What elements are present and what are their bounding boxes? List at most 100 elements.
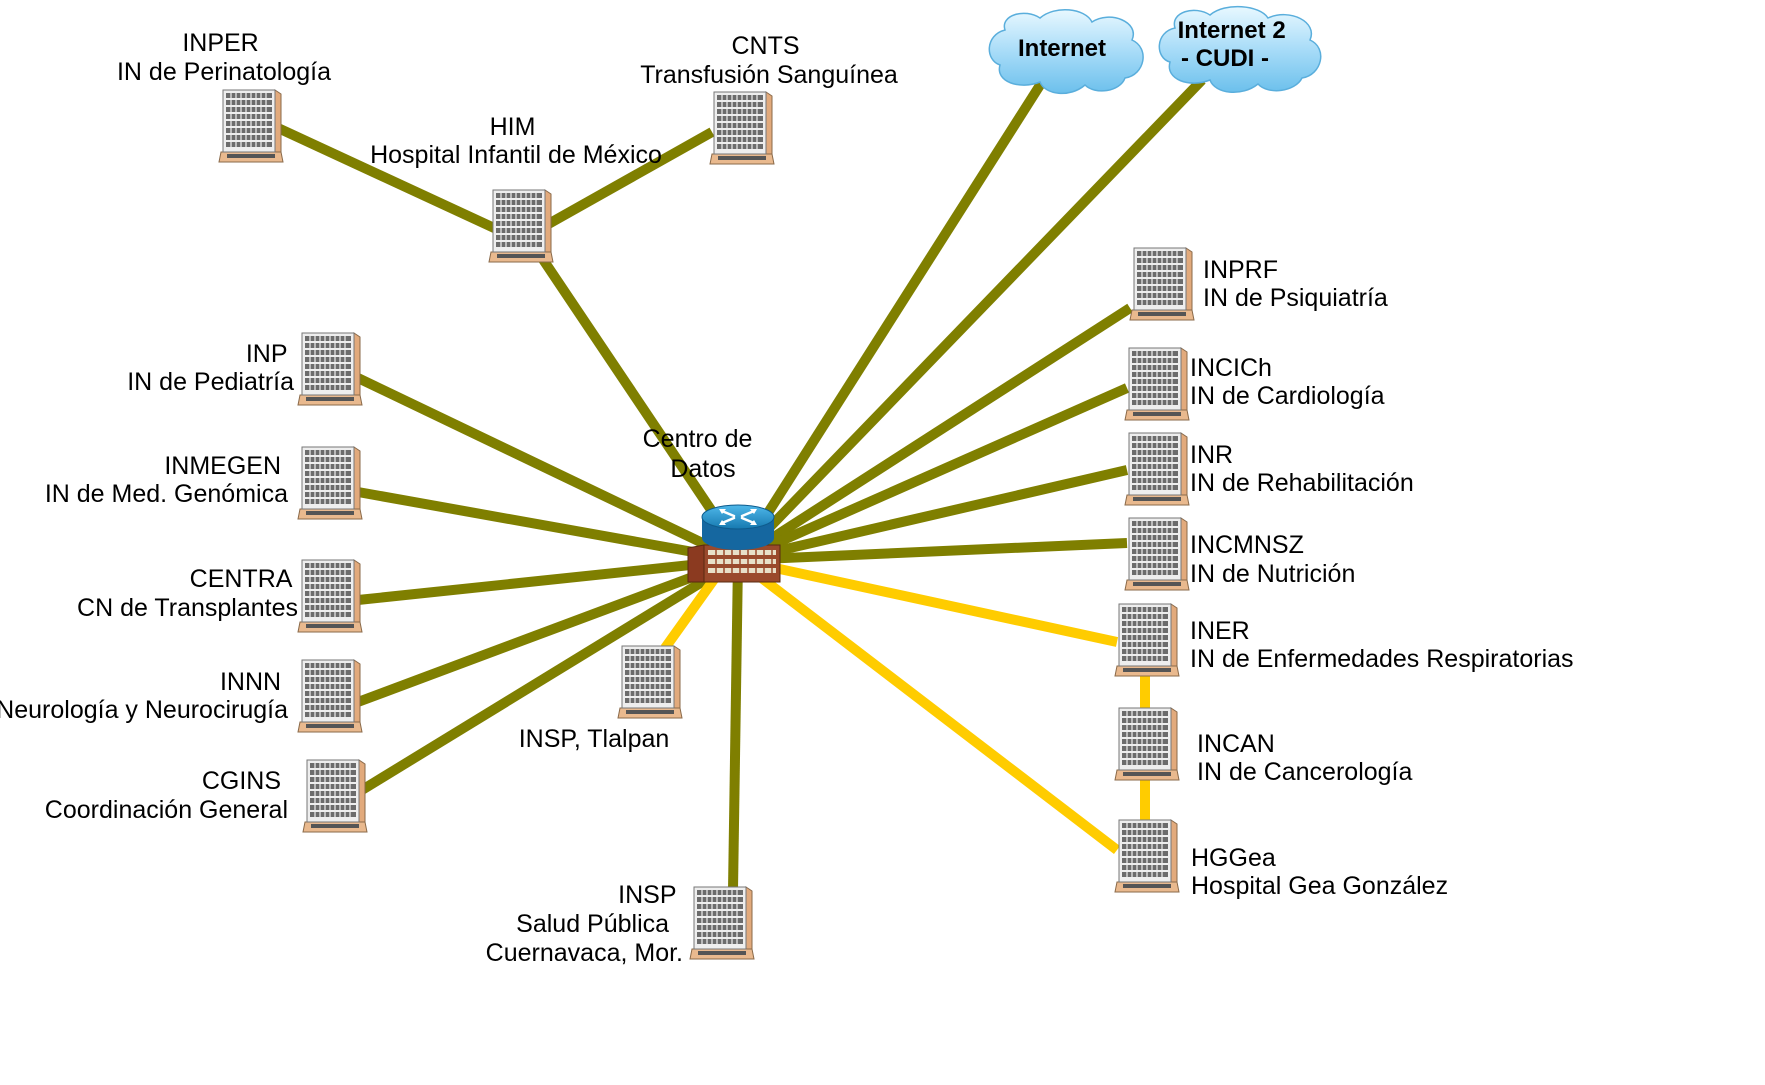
- node-label-line: INSP, Tlalpan: [519, 725, 670, 753]
- node-label-line: Coordinación General: [45, 796, 288, 824]
- node-label-line: Cuernavaca, Mor.: [486, 939, 683, 967]
- svg-text:HIM Hospital Infantil de: HIM Hospital Infantil de México: [370, 113, 662, 169]
- building-icon: [617, 645, 683, 719]
- data-center-building-icon: [687, 544, 781, 583]
- hub-label-line: Centro de: [643, 425, 753, 453]
- building-icon: [1114, 603, 1180, 677]
- network-link-inmegen-hub: [357, 487, 739, 565]
- building-icon: [218, 89, 284, 163]
- node-label-line: IN de Enfermedades Respiratorias: [1190, 645, 1574, 673]
- network-link-internet-hub: [733, 79, 1047, 563]
- network-link-innn-hub: [356, 555, 740, 707]
- network-link-insp-cuernavaca-hub: [728, 559, 743, 891]
- svg-text:INCAN IN de Cancerología: INCAN IN de Cancerología: [1197, 730, 1413, 786]
- node-label-line: INER: [1190, 617, 1250, 645]
- node-label-line: INPER: [182, 29, 258, 57]
- node-label-line: IN de Pediatría: [127, 368, 294, 396]
- node-label-line: IN de Psiquiatría: [1203, 284, 1388, 312]
- node-label-line: INCAN: [1197, 730, 1275, 758]
- svg-text:CENTRA CN de Transplante: CENTRA CN de Transplantes: [77, 565, 298, 622]
- network-link-inp-hub: [355, 373, 741, 565]
- svg-text:INSP, Tlalpan: INSP, Tlalpan: [519, 725, 670, 753]
- svg-text:INPRF IN de Psiquiatría: INPRF IN de Psiquiatría: [1203, 256, 1388, 312]
- network-link-incmnsz-hub: [737, 538, 1128, 565]
- network-link-him-hub: [535, 252, 743, 553]
- cloud-icon: [1158, 5, 1322, 93]
- router-icon: [701, 504, 775, 550]
- building-icon: [297, 559, 363, 633]
- node-label-line: Neurología y Neurocirugía: [0, 696, 288, 724]
- network-link-cnts-him: [517, 127, 715, 245]
- svg-text:INCMNSZ IN de Nutrición: INCMNSZ IN de Nutrición: [1190, 531, 1355, 588]
- svg-text:INNN Neurología y Neuroc: INNN Neurología y Neurocirugía: [0, 668, 288, 724]
- svg-text:INCICh IN de Cardiología: INCICh IN de Cardiología: [1190, 354, 1385, 410]
- network-link-inr-hub: [736, 465, 1129, 565]
- network-link-inper-him: [275, 123, 523, 245]
- node-label-line: INP: [246, 340, 287, 368]
- node-label-line: CNTS: [731, 32, 799, 60]
- network-link-hggea-hub: [734, 556, 1121, 854]
- svg-text:INMEGEN IN de Med. Genóm: INMEGEN IN de Med. Genómica: [45, 452, 288, 508]
- node-cgins: CGINS Coordinación General: [45, 759, 368, 833]
- svg-text:CGINS Coordinación Gener: CGINS Coordinación General: [45, 767, 288, 824]
- network-link-incich-hub: [735, 383, 1130, 565]
- node-label-line: IN de Nutrición: [1190, 560, 1355, 588]
- node-label-line: HGGea: [1191, 844, 1276, 872]
- node-insp-tlalpan: INSP, Tlalpan: [519, 645, 683, 753]
- data-center-hub: Centro de Datos: [643, 425, 781, 583]
- cloud-label-line: - CUDI -: [1181, 45, 1269, 72]
- node-label-line: INPRF: [1203, 256, 1278, 284]
- node-label-line: Hospital Gea González: [1191, 872, 1448, 900]
- node-label-line: IN de Perinatología: [117, 58, 331, 86]
- node-inr: INR IN de Rehabilitación: [1124, 432, 1414, 506]
- node-him: HIM Hospital Infantil de México: [370, 113, 662, 263]
- node-inprf: INPRF IN de Psiquiatría: [1129, 247, 1388, 321]
- cloud-icon: [988, 8, 1144, 94]
- node-label-line: Salud Pública: [516, 910, 669, 938]
- hub-label: Centro de Datos: [643, 425, 760, 483]
- node-label-line: CENTRA: [190, 565, 293, 593]
- svg-text:Internet 2 - CUDI -: Internet 2 - CUDI -: [1178, 17, 1293, 72]
- node-innn: INNN Neurología y Neurocirugía: [0, 659, 363, 733]
- network-link-centra-hub: [357, 555, 739, 605]
- building-icon: [297, 332, 363, 406]
- building-icon: [1114, 707, 1180, 781]
- node-incmnsz: INCMNSZ IN de Nutrición: [1124, 517, 1355, 591]
- cloud-label-line: Internet: [1018, 35, 1106, 62]
- node-centra: CENTRA CN de Transplantes: [77, 559, 363, 633]
- hub-label-line: Datos: [670, 455, 735, 483]
- node-label-line: CN de Transplantes: [77, 594, 298, 622]
- node-insp-cuernavaca: INSP Salud Pública Cuernavaca, Mor.: [486, 881, 755, 967]
- cloud-label-line: Internet 2: [1178, 17, 1286, 44]
- node-label-line: IN de Rehabilitación: [1190, 469, 1414, 497]
- node-inmegen: INMEGEN IN de Med. Genómica: [45, 446, 363, 520]
- node-label-line: Hospital Infantil de México: [370, 141, 662, 169]
- building-icon: [488, 189, 554, 263]
- building-icon: [709, 91, 775, 165]
- node-label-line: INNN: [220, 668, 281, 696]
- node-label-line: INCMNSZ: [1190, 531, 1304, 559]
- building-icon: [1124, 432, 1190, 506]
- cloud-internet: Internet: [988, 8, 1144, 94]
- network-link-internet2-hub: [734, 76, 1206, 564]
- node-inper: INPER IN de Perinatología: [117, 29, 331, 163]
- svg-text:INP IN de Pediatría: INP IN de Pediatría: [127, 340, 294, 396]
- svg-text:Internet: Internet: [1018, 35, 1106, 62]
- node-inp: INP IN de Pediatría: [127, 332, 363, 406]
- node-label-line: IN de Med. Genómica: [45, 480, 288, 508]
- building-icon: [297, 446, 363, 520]
- network-link-insp-tlalpan-hub: [660, 575, 720, 651]
- network-link-inprf-hub: [735, 303, 1133, 565]
- svg-text:CNTS Transfusión Sanguín: CNTS Transfusión Sanguínea: [640, 32, 898, 89]
- svg-text:INR IN de Rehabilitación: INR IN de Rehabilitación: [1190, 441, 1414, 497]
- node-label-line: INR: [1190, 441, 1233, 469]
- svg-text:INPER IN de Perinatologí: INPER IN de Perinatología: [117, 29, 331, 86]
- svg-text:HGGea Hospital Gea Gonzá: HGGea Hospital Gea González: [1191, 844, 1448, 900]
- node-label-line: INSP: [618, 881, 676, 909]
- node-label-line: IN de Cancerología: [1197, 758, 1413, 786]
- building-icon: [302, 759, 368, 833]
- building-icon: [1114, 819, 1180, 893]
- node-label-line: HIM: [490, 113, 536, 141]
- node-label-line: INMEGEN: [164, 452, 281, 480]
